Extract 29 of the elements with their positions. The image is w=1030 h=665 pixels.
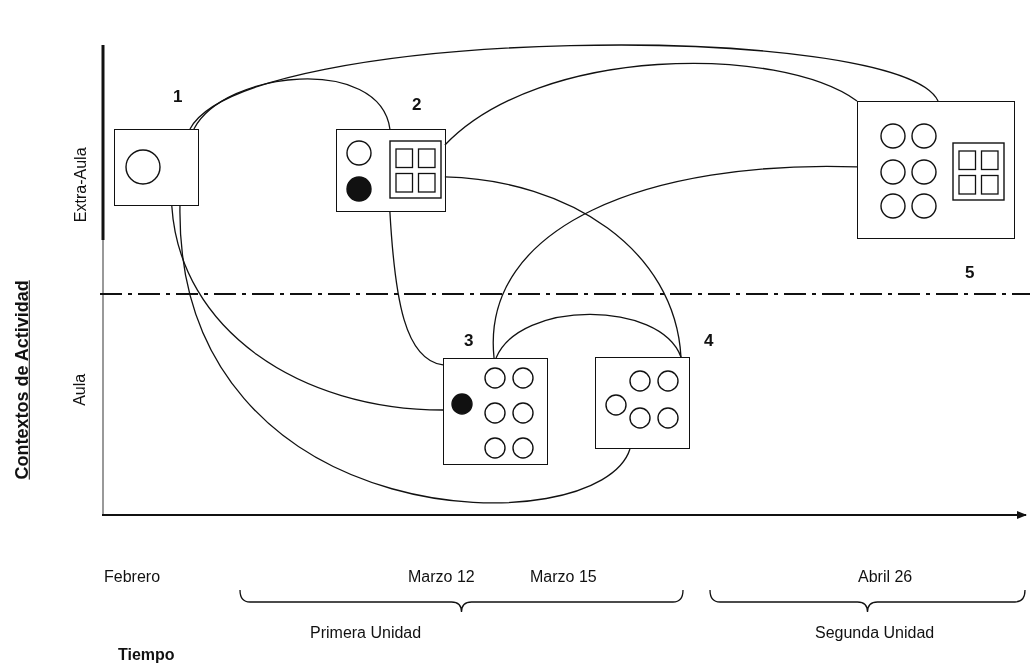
activity-box [336, 129, 446, 212]
connector-line [193, 78, 391, 130]
connector-line [189, 44, 939, 130]
connector-line [493, 166, 858, 359]
callout-number: 1 [173, 88, 183, 105]
connector-line [444, 62, 858, 146]
date-label: Marzo 15 [530, 568, 597, 586]
date-label: Abril 26 [858, 568, 913, 586]
activity-box [443, 358, 548, 465]
unit-label: Primera Unidad [310, 624, 422, 642]
connector-line [389, 211, 444, 366]
callout-number: 3 [464, 332, 474, 349]
axis-label: Extra-Aula [71, 147, 89, 223]
connector-line [495, 313, 682, 359]
connector-line [444, 176, 682, 358]
activity-box [857, 101, 1015, 239]
callout-number: 4 [704, 332, 714, 349]
unit-label: Segunda Unidad [815, 624, 935, 642]
connector-line [171, 205, 444, 411]
callout-number: 5 [965, 264, 975, 281]
connector-line [179, 205, 631, 504]
date-label: Febrero [104, 568, 161, 586]
axis-title: Tiempo [118, 646, 175, 664]
axis-label: Aula [71, 373, 89, 406]
date-label: Marzo 12 [408, 568, 475, 586]
activity-box [595, 357, 690, 449]
axis-title: Contextos de Actividad [12, 280, 33, 480]
callout-number: 2 [412, 96, 422, 113]
activity-box [114, 129, 199, 206]
